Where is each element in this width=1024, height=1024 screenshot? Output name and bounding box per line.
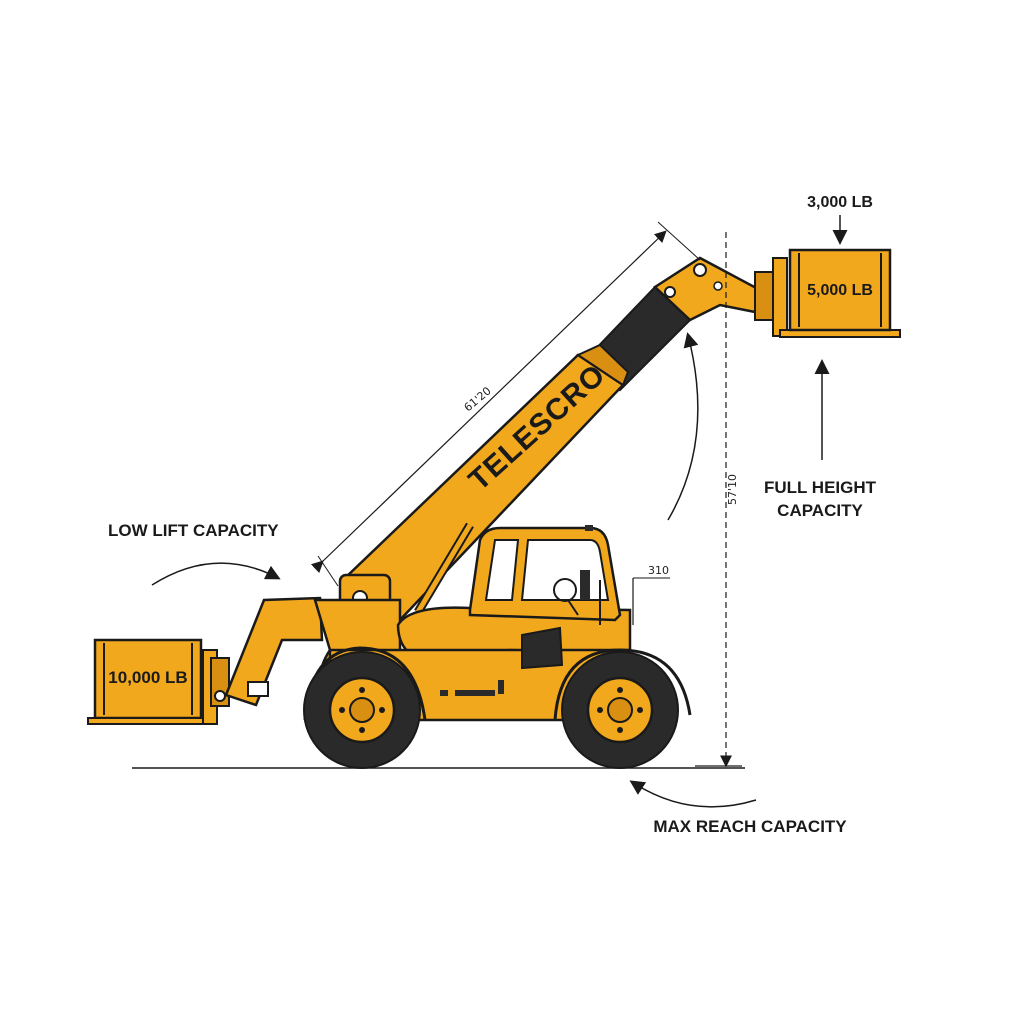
full-height-label-line2: CAPACITY <box>777 501 863 520</box>
cab-dimension: 310 <box>632 564 670 625</box>
top-weight-label: 3,000 LB <box>807 194 873 211</box>
high-load-crate: 5,000 LB <box>788 248 892 332</box>
height-value: 57'10 <box>726 474 739 505</box>
high-load-label: 5,000 LB <box>807 282 873 299</box>
boom-length-value: 61'20 <box>462 384 494 414</box>
max-reach-arrow <box>629 780 757 808</box>
height-dimension: 57'10 <box>695 232 742 768</box>
full-height-label-line1: FULL HEIGHT <box>764 478 877 497</box>
cab-dimension-value: 310 <box>648 564 669 577</box>
low-boom-arm <box>214 596 324 707</box>
front-wheel <box>303 651 421 769</box>
low-load-crate: 10,000 LB <box>93 638 203 720</box>
rear-wheel <box>561 651 679 769</box>
low-load-label: 10,000 LB <box>108 668 187 687</box>
operator-cab <box>468 525 622 625</box>
low-forks <box>87 649 230 725</box>
boom-swing-arc <box>667 332 699 521</box>
low-lift-arrow <box>151 562 281 586</box>
low-lift-capacity-label: LOW LIFT CAPACITY <box>108 521 279 540</box>
max-reach-capacity-label: MAX REACH CAPACITY <box>653 817 847 836</box>
high-forks <box>754 257 901 338</box>
